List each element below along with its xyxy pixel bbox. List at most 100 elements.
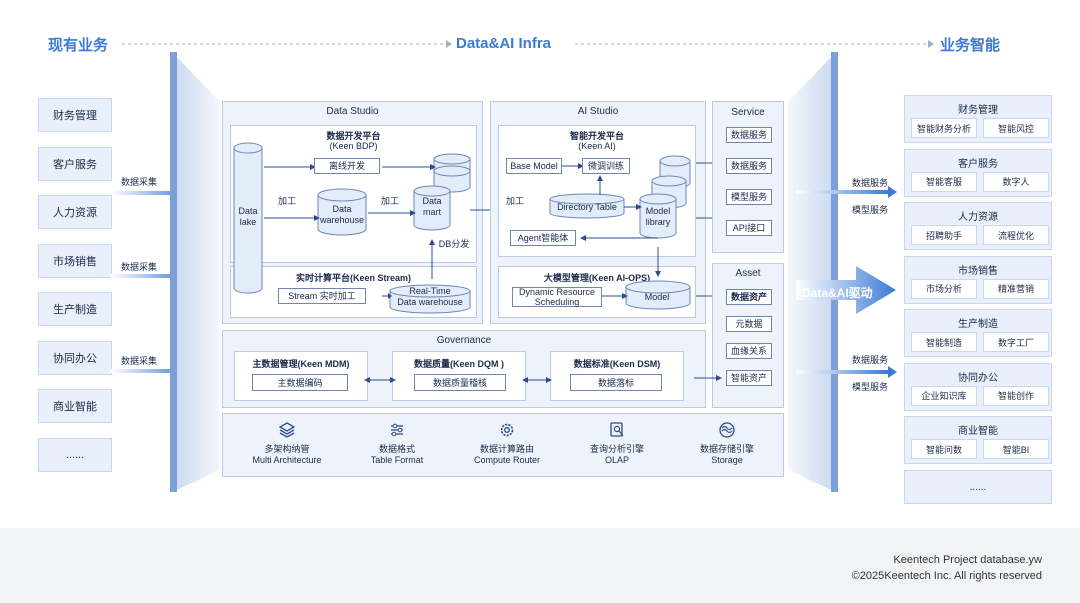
keen-ai-title: 智能开发平台 [569,131,624,141]
service-item: API接口 [726,220,772,236]
storage-item-en: Storage [711,455,743,465]
agent-chip: Agent智能体 [510,230,576,246]
footer-line-1: Keentech Project database.yw [893,554,1042,566]
service-title: Service [731,107,765,118]
right-group-item: 智能财务分析 [911,118,977,138]
right-group-title: 生产制造 [958,319,998,330]
header-left: 现有业务 [48,37,109,54]
storage-panel [222,413,784,477]
right-group: 财务管理智能财务分析智能风控 [904,95,1052,143]
right-group-item: 流程优化 [983,225,1049,245]
asset-item: 智能资产 [726,370,772,386]
right-group-item: 数字人 [983,171,1049,192]
right-group-item: 市场分析 [911,278,977,299]
left-item: 人力资源 [38,195,112,229]
bdp-title: 数据开发平台 [326,131,381,141]
left-panel-shape [170,52,220,492]
left-item: 财务管理 [38,98,112,132]
footer-line-2: ©2025Keentech Inc. All rights reserved [851,570,1042,582]
right-group: 商业智能智能问数智能BI [904,416,1052,464]
ai-ops-title: 大模型管理(Keen AI-OPS) [543,273,651,283]
service-item: 数据服务 [726,127,772,143]
governance-arrows [364,377,552,383]
service-item: 数据服务 [726,158,772,174]
storage-item-cn: 数据存储引擎 [699,444,754,454]
governance-title: Governance [436,335,492,346]
right-group-item: 数字工厂 [983,332,1049,352]
right-group-item: 智能BI [983,439,1049,459]
dqm-title: 数据质量(Keen DQM ) [413,359,504,369]
left-item: 商业智能 [38,389,112,423]
warehouse-label: Data warehouse [319,204,365,225]
stream-title: 实时计算平台(Keen Stream) [295,273,412,283]
right-group-title: 商业智能 [958,426,998,437]
service-item: 模型服务 [726,189,772,205]
storage-item-cn: 数据格式 [378,444,415,454]
storage-item-en: OLAP [604,455,629,465]
model-label: Model [644,292,670,302]
storage-item-cn: 查询分析引擎 [589,444,644,454]
right-group-title: 市场销售 [958,265,998,277]
storage-item-en: Compute Router [473,455,541,465]
right-model-label-1: 模型服务 [852,205,889,215]
right-group-title: 客户服务 [958,158,998,170]
right-group: 人力资源招聘助手流程优化 [904,202,1052,250]
left-item: ...... [38,437,112,472]
dsm-title: 数据标准(Keen DSM) [573,359,661,369]
asset-item: 血缘关系 [726,343,772,359]
header-connector [122,40,934,48]
scheduling-chip: Dynamic Resource Scheduling [512,287,602,307]
mart-label: Data mart [422,196,442,217]
mdm-title: 主数据管理(Keen MDM) [252,359,350,369]
right-group-item: 智能客服 [911,171,977,192]
base-model-chip: Base Model [506,158,562,174]
asset-item: 元数据 [726,316,772,332]
sliders-icon [388,421,406,439]
right-group-item: 精准营销 [983,278,1049,299]
right-group-item: 智能创作 [983,385,1049,406]
collect-label-2: 数据采集 [121,262,158,272]
header-right: 业务智能 [940,37,1001,54]
right-group-title: 财务管理 [958,105,998,116]
asset-arrow [694,375,722,381]
collect-label-3: 数据采集 [121,356,158,366]
footer: Keentech Project database.yw ©2025Keente… [0,528,1080,603]
right-group-item: 智能风控 [983,118,1049,138]
mdm-item: 主数据编码 [252,374,348,391]
keen-ai-subtitle: (Keen AI) [578,141,616,151]
ai-process-label: 加工 [505,196,524,206]
storage-item-en: Table Format [370,455,424,465]
big-arrow-label: Data&AI驱动 [802,286,873,300]
right-group-item: 智能制造 [911,332,977,352]
process-label-2: 加工 [380,196,399,206]
ai-studio-flow [549,155,720,310]
right-group: 市场销售市场分析精准营销 [904,255,1052,304]
data-studio-title: Data Studio [326,106,379,117]
right-service-label-2: 数据服务 [852,355,889,365]
collect-label-1: 数据采集 [121,177,158,187]
gear-icon [498,421,516,439]
rt-warehouse-label: Real-Time Data warehouse [397,286,463,307]
ai-studio-title: AI Studio [577,106,619,117]
asset-title: Asset [735,268,761,279]
stream-process-chip: Stream 实时加工 [278,288,366,304]
right-group-item: 智能问数 [911,439,977,459]
right-arrows [796,186,897,378]
left-item: 协同办公 [38,340,112,375]
directory-table-label: Directory Table [557,202,617,212]
right-group: 协同办公企业知识库智能创作 [904,362,1052,411]
process-label-1: 加工 [277,196,296,206]
left-item: 生产制造 [38,292,112,326]
right-group: 生产制造智能制造数字工厂 [904,309,1052,357]
data-lake-label: Data lake [238,206,258,227]
asset-item: 数据资产 [726,289,772,305]
db-dist-label: DB分发 [438,239,470,249]
storage-icon [718,421,736,439]
left-item: 客户服务 [38,146,112,181]
right-group-item: 企业知识库 [911,385,977,406]
right-model-label-2: 模型服务 [852,382,889,392]
right-group-item: 招聘助手 [911,225,977,245]
right-service-label-1: 数据服务 [852,178,889,188]
bdp-subtitle: (Keen BDP) [329,141,378,151]
search-doc-icon [608,421,626,439]
